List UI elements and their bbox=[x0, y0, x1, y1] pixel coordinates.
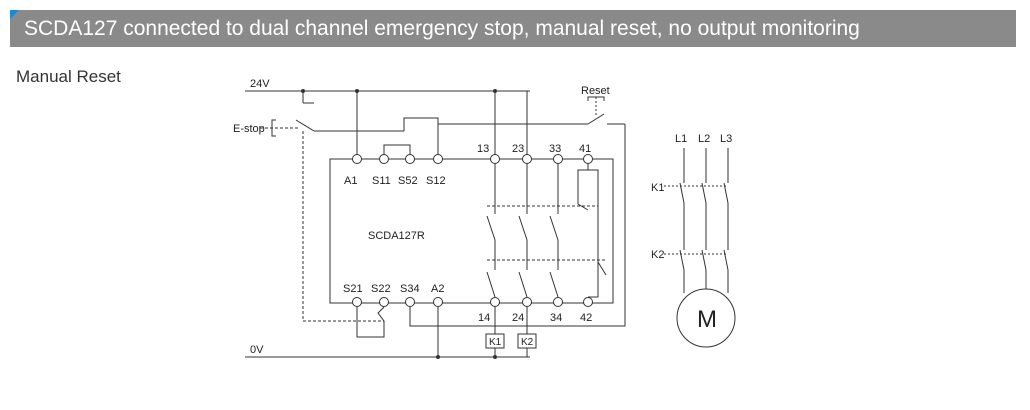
internal-contact-23-24-blade-b bbox=[518, 271, 528, 298]
terminal-s12 bbox=[433, 154, 443, 164]
label-s52: S52 bbox=[398, 175, 418, 187]
label-23: 23 bbox=[512, 143, 524, 155]
header-accent-corner bbox=[10, 10, 19, 19]
terminal-23 bbox=[522, 154, 532, 164]
motor-symbol bbox=[676, 288, 736, 348]
estop-ch2-linkage bbox=[302, 131, 384, 322]
terminal-33 bbox=[553, 154, 563, 164]
label-s34: S34 bbox=[400, 283, 420, 295]
label-s12: S12 bbox=[426, 175, 446, 187]
terminal-a2 bbox=[433, 297, 443, 307]
terminal-34 bbox=[553, 297, 563, 307]
junction-24v-estop bbox=[301, 89, 305, 93]
page-header: SCDA127 connected to dual channel emerge… bbox=[10, 10, 1016, 47]
label-0v: 0V bbox=[250, 344, 264, 356]
k2-motor-label: K2 bbox=[651, 249, 664, 261]
terminal-s22 bbox=[379, 297, 389, 307]
terminal-a1 bbox=[352, 154, 362, 164]
reset-button-symbol bbox=[587, 96, 605, 101]
label-24v: 24V bbox=[250, 78, 270, 90]
section-title: Manual Reset bbox=[16, 67, 121, 86]
internal-contact-33-34-blade-a bbox=[549, 215, 559, 241]
label-s11: S11 bbox=[372, 175, 391, 187]
terminal-42 bbox=[583, 297, 593, 307]
label-42: 42 bbox=[580, 312, 592, 324]
k2-contact-l2 bbox=[701, 249, 707, 271]
device-box bbox=[329, 158, 614, 304]
coil-k1-label: K1 bbox=[489, 337, 502, 348]
k2-contact-l3 bbox=[723, 249, 729, 271]
label-33: 33 bbox=[549, 143, 561, 155]
label-s22: S22 bbox=[371, 283, 391, 295]
label-l2: L2 bbox=[698, 133, 710, 145]
jumper-s11-s52 bbox=[383, 144, 411, 155]
coil-k2-label: K2 bbox=[521, 337, 534, 348]
internal-contact-33-34-blade-b bbox=[549, 271, 559, 298]
label-s21: S21 bbox=[343, 283, 363, 295]
terminal-24 bbox=[522, 297, 532, 307]
terminal-s52 bbox=[405, 154, 415, 164]
motor-label: M bbox=[697, 306, 717, 333]
terminal-14 bbox=[490, 297, 500, 307]
label-a1: A1 bbox=[344, 175, 357, 187]
junction-0v-a2 bbox=[436, 355, 440, 359]
k1-motor-label: K1 bbox=[651, 182, 664, 194]
internal-contact-13-14-blade-b bbox=[486, 271, 496, 298]
label-34: 34 bbox=[550, 312, 562, 324]
label-a2: A2 bbox=[431, 283, 444, 295]
terminal-s11 bbox=[379, 154, 389, 164]
label-13: 13 bbox=[477, 143, 489, 155]
estop-ch2-contact bbox=[356, 306, 385, 338]
internal-contact-41-42-left bbox=[577, 169, 589, 211]
junction-0v-k1 bbox=[493, 355, 497, 359]
page-title: SCDA127 connected to dual channel emerge… bbox=[24, 17, 860, 40]
k1-contact-l2 bbox=[701, 182, 707, 204]
wire-estop-s12 bbox=[403, 117, 439, 155]
internal-contact-41-42 bbox=[587, 163, 599, 298]
label-l1: L1 bbox=[675, 133, 687, 145]
internal-contact-13-14-blade-a bbox=[486, 215, 496, 241]
terminal-13 bbox=[490, 154, 500, 164]
junction-24v-13 bbox=[493, 89, 497, 93]
estop-contact-ch1-blade bbox=[295, 119, 315, 132]
terminal-41 bbox=[583, 154, 593, 164]
label-41: 41 bbox=[579, 143, 591, 155]
internal-contact-41-42-blade bbox=[597, 261, 607, 276]
reset-label: Reset bbox=[581, 85, 610, 97]
device-label: SCDA127R bbox=[368, 230, 425, 242]
estop-button-symbol bbox=[271, 119, 276, 137]
junction-24v-a1 bbox=[355, 89, 359, 93]
k2-contact-l1 bbox=[679, 249, 685, 271]
label-l3: L3 bbox=[720, 133, 732, 145]
terminal-s21 bbox=[352, 297, 362, 307]
reset-contact bbox=[587, 113, 605, 125]
internal-contact-23-24-blade-a bbox=[518, 215, 528, 241]
estop-label: E-stop bbox=[233, 123, 265, 135]
label-24: 24 bbox=[512, 312, 524, 324]
terminal-s34 bbox=[405, 297, 415, 307]
label-14: 14 bbox=[478, 312, 490, 324]
reset-to-s34 bbox=[409, 124, 626, 327]
